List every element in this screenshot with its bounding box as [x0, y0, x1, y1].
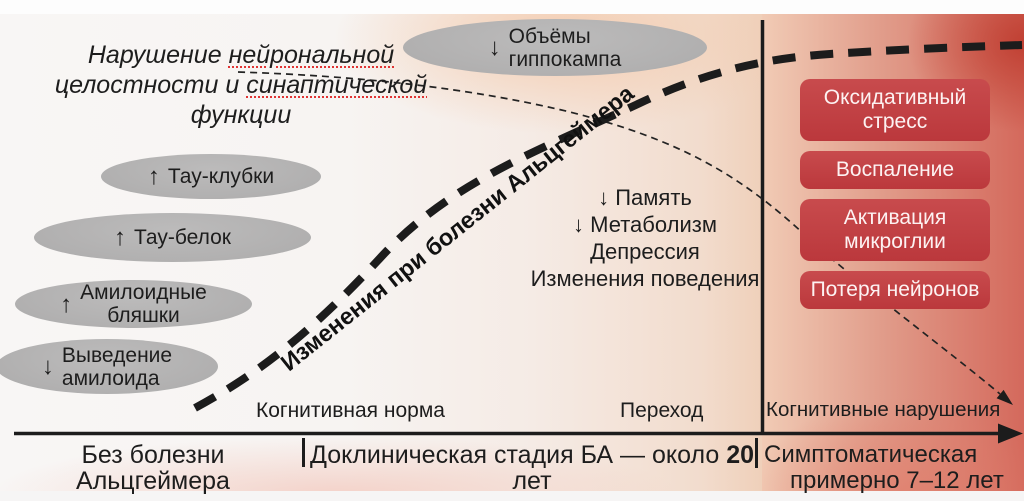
stage-preclinical-text: Доклиническая стадия БА — около	[310, 441, 727, 469]
stage-no-alzheimers: Без болезни Альцгеймера	[76, 441, 230, 495]
ellipse-amyloid-clearance-line2: амилоида	[61, 366, 160, 390]
stage-symptomatic: Симптоматическая примерно 7–12 лет	[764, 442, 1016, 494]
ellipse-hippocampal-volume: ↓ Объёмы гиппокампа	[403, 19, 707, 76]
ellipse-tau-tangles: ↑ Тау-клубки	[101, 154, 321, 199]
stage-preclinical-years: 20	[726, 441, 754, 469]
symptom-memory: ↓ Память	[598, 185, 692, 210]
title-underlined-word-2: синаптической	[246, 71, 428, 99]
ellipse-hippocampal-volume-line1: Объёмы	[508, 24, 591, 48]
box-oxidative-stress: Оксидативный стресс	[800, 79, 990, 141]
symptoms-list: ↓ Память ↓ Метаболизм Депрессия Изменени…	[500, 184, 790, 292]
up-arrow-icon: ↑	[147, 163, 160, 190]
stage-symptomatic-line1: Симптоматическая	[764, 441, 978, 468]
symptom-metabolism: ↓ Метаболизм	[573, 212, 717, 237]
bottom-margin-strip	[0, 491, 1024, 501]
phase-label-cognitive-impairment: Когнитивные нарушения	[766, 398, 1001, 421]
box-neuron-loss: Потеря нейронов	[800, 271, 990, 309]
title-text-2: целостности и	[54, 71, 247, 99]
ellipse-amyloid-plaques: ↑ Амилоидные бляшки	[15, 280, 252, 328]
time-axis-arrowhead-icon	[998, 423, 1023, 444]
up-arrow-icon: ↑	[114, 224, 127, 251]
stage-preclinical: Доклиническая стадия БА — около 20 лет	[310, 442, 754, 494]
top-margin-strip	[0, 0, 1024, 14]
pathology-box-column: Оксидативный стресс Воспаление Активация…	[800, 79, 990, 309]
ellipse-amyloid-plaques-line1: Амилоидные	[80, 281, 207, 304]
decline-curve-arrowhead-icon	[996, 389, 1013, 405]
box-inflammation: Воспаление	[800, 151, 990, 189]
neuronal-integrity-decline-curve	[237, 71, 1001, 395]
phase-label-cognitive-norm: Когнитивная норма	[256, 399, 445, 422]
up-arrow-icon: ↑	[60, 290, 73, 318]
down-arrow-icon: ↓	[488, 34, 501, 61]
ellipse-amyloid-clearance: ↓ Выведение амилоида	[0, 339, 218, 394]
title-text-3: функции	[190, 101, 292, 129]
symptom-depression: Депрессия	[590, 239, 700, 264]
stage-symptomatic-line2: примерно 7–12 лет	[790, 467, 1004, 494]
ellipse-amyloid-plaques-line2: бляшки	[107, 304, 180, 327]
alzheimer-changes-dashed-curve	[193, 41, 1023, 412]
title-text: Нарушение	[87, 41, 229, 69]
box-microglia-activation: Активация микроглии	[800, 199, 990, 261]
symptom-behavior-changes: Изменения поведения	[530, 266, 760, 291]
ellipse-tau-protein-label: Тау-белок	[134, 226, 231, 249]
ellipse-hippocampal-volume-line2: гиппокампа	[508, 47, 622, 71]
ellipse-tau-protein: ↑ Тау-белок	[34, 213, 311, 262]
ellipse-tau-tangles-label: Тау-клубки	[167, 165, 275, 188]
phase-label-transition: Переход	[620, 399, 704, 422]
stage-preclinical-text-2: лет	[512, 467, 552, 495]
down-arrow-icon: ↓	[41, 353, 54, 380]
ellipse-amyloid-clearance-line1: Выведение	[61, 343, 173, 367]
diagram-title: Нарушение нейрональной целостности и син…	[16, 40, 466, 130]
title-underlined-word-1: нейрональной	[228, 41, 395, 69]
